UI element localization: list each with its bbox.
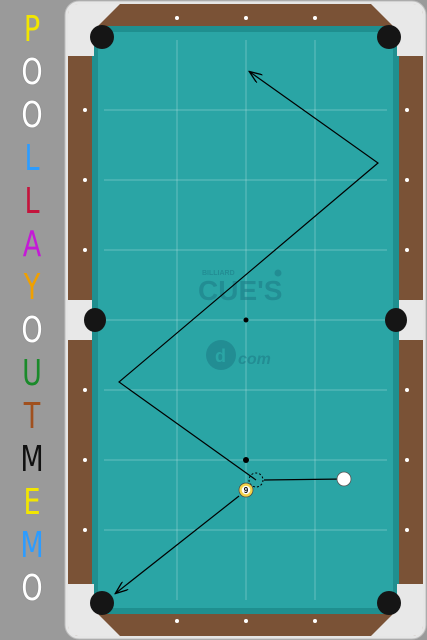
svg-text:com: com bbox=[238, 351, 271, 368]
object-ball-path bbox=[118, 72, 379, 481]
foot-spot bbox=[243, 457, 249, 463]
cue-ball-path bbox=[263, 478, 345, 481]
title-letter: M bbox=[20, 525, 44, 566]
pocket-side-left bbox=[84, 308, 106, 332]
center-spot bbox=[243, 317, 249, 323]
title-letter: A bbox=[22, 224, 42, 265]
cues-logo-watermark: BILLIARD CUE'S d com bbox=[198, 269, 282, 370]
svg-text:BILLIARD: BILLIARD bbox=[202, 270, 235, 277]
title-letter: P bbox=[23, 9, 41, 50]
pocket-top-right bbox=[377, 25, 401, 49]
title-letter: M bbox=[20, 439, 44, 480]
cue-deflection-path bbox=[116, 495, 240, 593]
pool-table[interactable]: BILLIARD CUE'S d com 9 bbox=[64, 0, 427, 640]
title-letter: O bbox=[21, 310, 43, 351]
title-letter: U bbox=[22, 353, 42, 394]
nine-ball[interactable]: 9 bbox=[238, 482, 254, 498]
rail-diamonds bbox=[83, 16, 409, 623]
pocket-top-left bbox=[90, 25, 114, 49]
cue-ball[interactable] bbox=[336, 471, 352, 487]
title-letter: T bbox=[23, 396, 41, 437]
pocket-side-right bbox=[385, 308, 407, 332]
ghost-ball bbox=[248, 472, 264, 488]
title-letter: L bbox=[24, 138, 40, 179]
title-letter: L bbox=[24, 181, 40, 222]
nine-ball-number: 9 bbox=[244, 486, 249, 495]
title-letter: Y bbox=[23, 267, 41, 308]
title-letter: O bbox=[21, 52, 43, 93]
svg-text:d: d bbox=[215, 346, 226, 366]
title-letter: E bbox=[23, 482, 41, 523]
felt-grid bbox=[104, 40, 387, 600]
title-letter: O bbox=[21, 95, 43, 136]
pocket-bottom-left bbox=[90, 591, 114, 615]
title-letter: O bbox=[21, 568, 43, 609]
pocket-bottom-right bbox=[377, 591, 401, 615]
